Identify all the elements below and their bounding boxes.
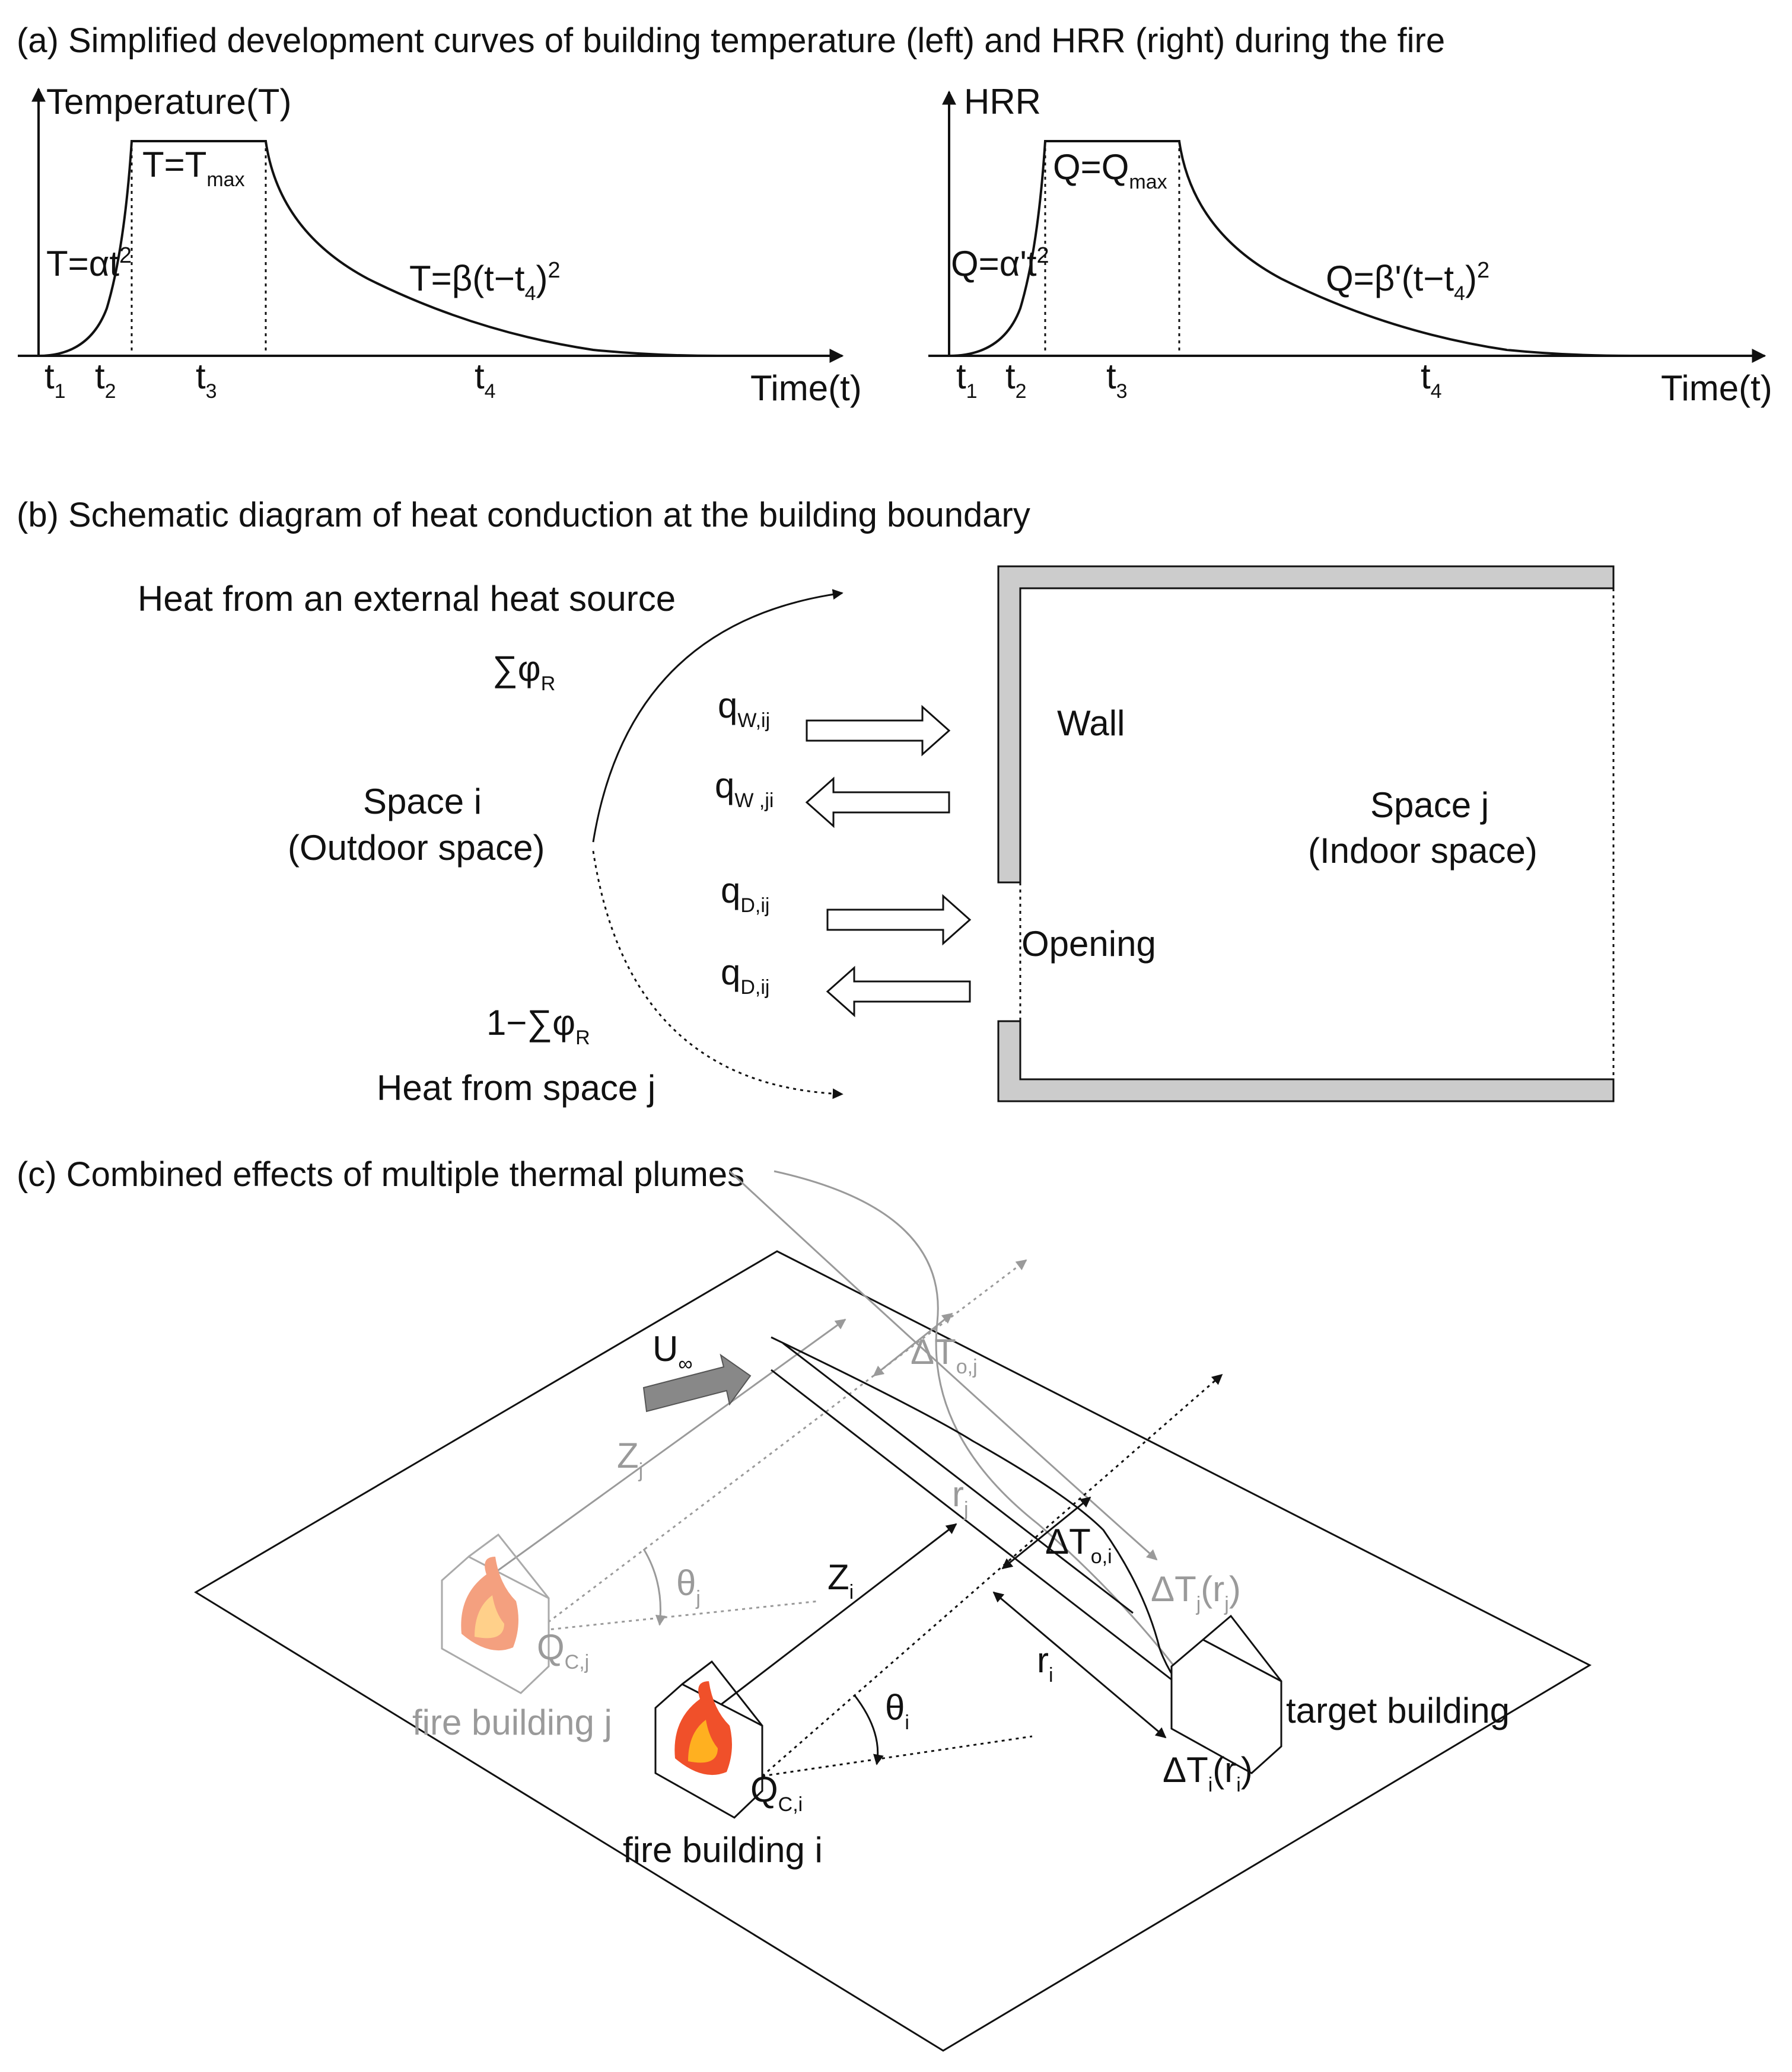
fire-building-i-label: fire building i [623, 1830, 823, 1870]
r-i-label: ri [1037, 1640, 1053, 1687]
fire-building-i-flame-core [688, 1720, 718, 1763]
hrr-tick-t3: t3 [1106, 356, 1128, 403]
q-cj-label: QC,j [537, 1627, 589, 1673]
theta-i-ref-line [762, 1735, 1033, 1777]
hrr-tick-t2: t2 [1005, 356, 1027, 403]
delta-t-oj-arrow [873, 1312, 953, 1377]
temperature-x-label: Time(t) [750, 368, 862, 408]
wind-arrow [642, 1353, 752, 1413]
space-i-sublabel: (Outdoor space) [288, 828, 545, 868]
fire-building-i-roof [682, 1660, 763, 1726]
delta-t-oi-arrow [1001, 1496, 1091, 1570]
fire-building-j-roof [468, 1533, 550, 1599]
indoor-building [997, 565, 1615, 1102]
hrr-chart: HRR Time(t) Q=Qmax Q=α't2 Q=β'(t−t4)2 t1… [928, 82, 1772, 408]
z-j-label: Zj [617, 1436, 643, 1482]
panel-c: (c) Combined effects of multiple thermal… [17, 1155, 1592, 2052]
external-heat-arc [592, 589, 844, 843]
panel-a: (a) Simplified development curves of bui… [17, 21, 1772, 408]
target-building-label: target building [1286, 1691, 1510, 1730]
q-opening-ji-arrow [826, 965, 971, 1018]
delta-t-j-label: ΔTj(rj) [1151, 1569, 1241, 1615]
temperature-max-label: T=Tmax [142, 145, 245, 191]
ground-plane [194, 1250, 1592, 2052]
target-building-roof [1202, 1614, 1282, 1682]
hrr-max-label: Q=Qmax [1053, 147, 1167, 193]
r-j-label: rj [952, 1474, 969, 1520]
fire-building-j [441, 1533, 550, 1694]
z-i-axis [708, 1523, 957, 1715]
r-i-arrow [992, 1591, 1167, 1739]
q-ci-label: QC,i [750, 1770, 803, 1816]
theta-i-arc [853, 1694, 884, 1765]
tick-t3: t3 [196, 356, 217, 403]
plume-i-base-line [771, 1369, 1178, 1685]
theta-i-label: θi [885, 1688, 909, 1734]
tick-t1: t1 [44, 356, 66, 403]
hrr-tick-t1: t1 [956, 356, 978, 403]
plume-i-profile [771, 1336, 1223, 1733]
temperature-decay-label: T=β(t−t4)2 [409, 258, 561, 305]
plume-i-centerline [762, 1373, 1223, 1777]
q-wall-ji-label: qW ,ji [715, 766, 774, 812]
delta-t-i-label: ΔTi(ri) [1163, 1750, 1253, 1796]
z-i-label: Zi [827, 1557, 854, 1604]
hrr-rise-label: Q=α't2 [951, 243, 1049, 283]
plume-j-labels: Zj θj rj ΔTo,j ΔTj(rj) QC,j fire buildin… [412, 1332, 1241, 1742]
panel-b: (b) Schematic diagram of heat conduction… [17, 496, 1615, 1108]
q-wall-ij-arrow [806, 705, 951, 757]
q-opening-ij-arrow [826, 894, 972, 946]
wind-u-inf-label: U∞ [652, 1329, 693, 1375]
space-j-sublabel: (Indoor space) [1308, 831, 1538, 871]
plume-i [708, 1336, 1223, 1777]
temperature-rise-label: T=αt2 [46, 243, 132, 283]
hrr-tick-t4: t4 [1421, 356, 1442, 403]
opening-label: Opening [1021, 924, 1156, 964]
one-minus-sum-phi-label: 1−∑φR [486, 1003, 590, 1049]
hrr-y-label: HRR [964, 82, 1041, 122]
temperature-curve [38, 140, 718, 357]
external-heat-label: Heat from an external heat source [138, 579, 676, 619]
panel-a-caption: (a) Simplified development curves of bui… [17, 21, 1445, 60]
plume-j-centerline [536, 1259, 1027, 1632]
temperature-chart: Temperature(T) Time(t) T=Tmax T=αt2 T=β(… [18, 82, 862, 408]
hrr-decay-label: Q=β'(t−t4)2 [1326, 258, 1489, 305]
panel-b-caption: (b) Schematic diagram of heat conduction… [17, 496, 1030, 534]
hrr-curve [948, 140, 1632, 357]
q-opening-ij-label: qD,ij [721, 871, 769, 917]
wall-top [997, 565, 1615, 884]
space-j-heat-arc [592, 850, 844, 1099]
theta-j-arc [642, 1548, 666, 1626]
theta-j-label: θj [676, 1563, 701, 1609]
panel-c-caption: (c) Combined effects of multiple thermal… [17, 1155, 744, 1194]
space-i-label: Space i [363, 782, 482, 821]
fire-building-i [654, 1660, 763, 1819]
fire-building-j-label: fire building j [412, 1703, 612, 1742]
wall-bottom [997, 1020, 1615, 1102]
wall-label: Wall [1057, 703, 1125, 743]
delta-t-oj-label: ΔTo,j [911, 1332, 978, 1378]
hrr-x-label: Time(t) [1661, 368, 1772, 408]
z-j-axis [492, 1318, 846, 1576]
q-opening-ji-label: qD,ij [721, 952, 769, 999]
space-j-label: Space j [1370, 785, 1489, 825]
tick-t2: t2 [95, 356, 116, 403]
q-wall-ij-label: qW,ij [718, 686, 770, 732]
fire-building-j-flame-core [475, 1595, 504, 1639]
target-building [1170, 1614, 1282, 1774]
tick-t4: t4 [475, 356, 496, 403]
q-wall-ji-arrow [805, 776, 950, 828]
delta-t-oi-label: ΔTo,i [1045, 1522, 1112, 1568]
heat-from-space-j-label: Heat from space j [377, 1068, 655, 1108]
plume-j [492, 1170, 1193, 1691]
sum-phi-label: ∑φR [492, 649, 555, 695]
temperature-y-label: Temperature(T) [46, 82, 291, 122]
theta-j-ref-line [536, 1600, 819, 1632]
